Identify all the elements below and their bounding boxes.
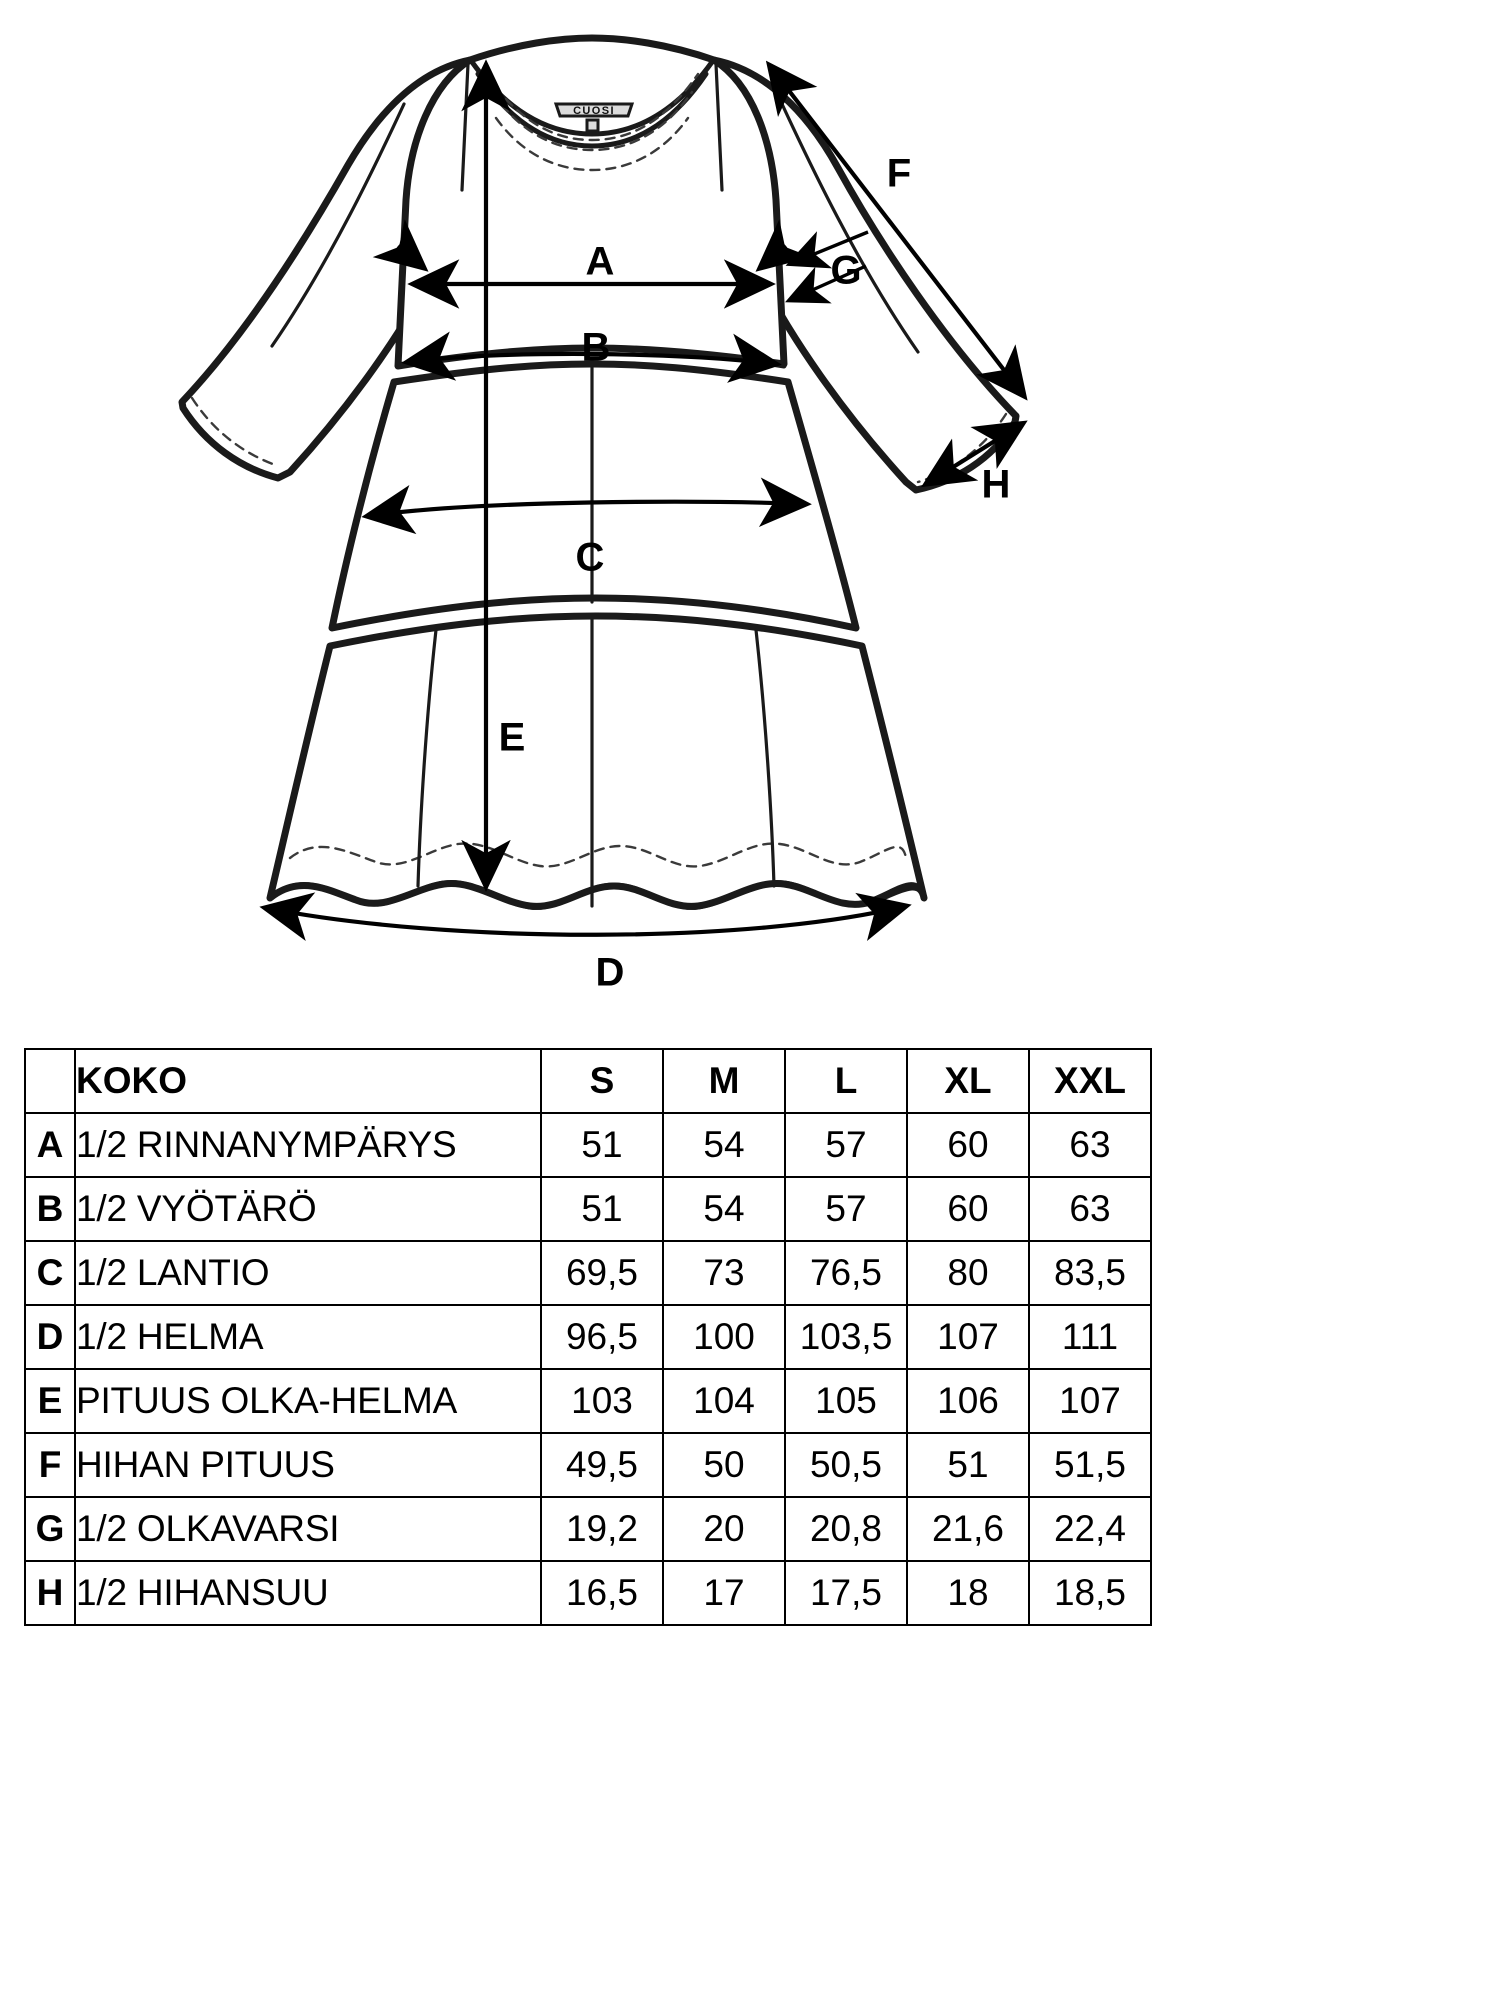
neckline bbox=[469, 59, 715, 172]
row-value-xl: 60 bbox=[906, 1112, 1030, 1178]
row-name: 1/2 HELMA bbox=[74, 1304, 542, 1370]
row-value-s: 51 bbox=[540, 1176, 664, 1242]
table-row: F HIHAN PITUUS 49,5 50 50,5 51 51,5 bbox=[24, 1432, 1152, 1498]
row-value-l: 50,5 bbox=[784, 1432, 908, 1498]
size-table-container: KOKO S M L XL XXL A 1/2 RINNANYMPÄRYS 51… bbox=[24, 1048, 1152, 1626]
measure-arrow-d bbox=[259, 892, 912, 942]
row-value-xl: 107 bbox=[906, 1304, 1030, 1370]
measure-label-f: F bbox=[887, 152, 911, 196]
table-header-size-xxl: XXL bbox=[1028, 1048, 1152, 1114]
row-value-l: 103,5 bbox=[784, 1304, 908, 1370]
measure-label-g: G bbox=[830, 249, 861, 293]
row-value-m: 100 bbox=[662, 1304, 786, 1370]
measure-arrow-b bbox=[401, 331, 782, 383]
table-row: D 1/2 HELMA 96,5 100 103,5 107 111 bbox=[24, 1304, 1152, 1370]
measure-arrow-g bbox=[785, 230, 869, 304]
row-value-m: 104 bbox=[662, 1368, 786, 1434]
brand-tag: CUOSI bbox=[553, 102, 635, 133]
table-row: C 1/2 LANTIO 69,5 73 76,5 80 83,5 bbox=[24, 1240, 1152, 1306]
bottom-tier-skirt bbox=[266, 612, 928, 910]
measure-label-e: E bbox=[499, 716, 526, 760]
row-value-m: 73 bbox=[662, 1240, 786, 1306]
table-corner-cell bbox=[24, 1048, 76, 1114]
row-value-xxl: 111 bbox=[1028, 1304, 1152, 1370]
measure-label-h: H bbox=[982, 463, 1011, 507]
row-name: 1/2 OLKAVARSI bbox=[74, 1496, 542, 1562]
table-header-row: KOKO S M L XL XXL bbox=[24, 1048, 1152, 1114]
row-letter: A bbox=[24, 1112, 76, 1178]
row-value-xxl: 18,5 bbox=[1028, 1560, 1152, 1626]
row-value-s: 103 bbox=[540, 1368, 664, 1434]
row-name: 1/2 HIHANSUU bbox=[74, 1560, 542, 1626]
row-value-xxl: 83,5 bbox=[1028, 1240, 1152, 1306]
row-value-xl: 106 bbox=[906, 1368, 1030, 1434]
row-value-s: 16,5 bbox=[540, 1560, 664, 1626]
row-value-xxl: 22,4 bbox=[1028, 1496, 1152, 1562]
left-sleeve bbox=[178, 56, 474, 482]
measure-label-b: B bbox=[582, 326, 611, 370]
row-value-l: 17,5 bbox=[784, 1560, 908, 1626]
row-value-xxl: 107 bbox=[1028, 1368, 1152, 1434]
row-letter: G bbox=[24, 1496, 76, 1562]
row-letter: C bbox=[24, 1240, 76, 1306]
row-value-xl: 51 bbox=[906, 1432, 1030, 1498]
row-letter: B bbox=[24, 1176, 76, 1242]
row-value-m: 54 bbox=[662, 1176, 786, 1242]
size-table: KOKO S M L XL XXL A 1/2 RINNANYMPÄRYS 51… bbox=[24, 1048, 1152, 1626]
row-value-xl: 18 bbox=[906, 1560, 1030, 1626]
row-name: 1/2 LANTIO bbox=[74, 1240, 542, 1306]
row-name: 1/2 VYÖTÄRÖ bbox=[74, 1176, 542, 1242]
row-value-m: 54 bbox=[662, 1112, 786, 1178]
table-row: E PITUUS OLKA-HELMA 103 104 105 106 107 bbox=[24, 1368, 1152, 1434]
table-header-size-xl: XL bbox=[906, 1048, 1030, 1114]
table-row: B 1/2 VYÖTÄRÖ 51 54 57 60 63 bbox=[24, 1176, 1152, 1242]
row-letter: F bbox=[24, 1432, 76, 1498]
row-value-s: 69,5 bbox=[540, 1240, 664, 1306]
table-header-size-s: S bbox=[540, 1048, 664, 1114]
measure-label-d: D bbox=[596, 951, 625, 995]
row-value-m: 17 bbox=[662, 1560, 786, 1626]
table-header-size-m: M bbox=[662, 1048, 786, 1114]
row-value-l: 57 bbox=[784, 1176, 908, 1242]
row-value-xl: 21,6 bbox=[906, 1496, 1030, 1562]
row-value-xxl: 63 bbox=[1028, 1112, 1152, 1178]
table-header-koko: KOKO bbox=[74, 1048, 542, 1114]
row-value-xxl: 51,5 bbox=[1028, 1432, 1152, 1498]
measure-arrow-f bbox=[765, 60, 1028, 401]
row-letter: H bbox=[24, 1560, 76, 1626]
row-value-xl: 60 bbox=[906, 1176, 1030, 1242]
middle-tier bbox=[328, 360, 860, 632]
row-value-l: 57 bbox=[784, 1112, 908, 1178]
measure-arrow-c bbox=[361, 477, 812, 535]
bodice bbox=[394, 34, 788, 370]
row-name: PITUUS OLKA-HELMA bbox=[74, 1368, 542, 1434]
measure-arrow-h bbox=[921, 420, 1028, 488]
row-letter: D bbox=[24, 1304, 76, 1370]
row-value-m: 20 bbox=[662, 1496, 786, 1562]
table-header-size-l: L bbox=[784, 1048, 908, 1114]
row-value-s: 19,2 bbox=[540, 1496, 664, 1562]
row-value-xxl: 63 bbox=[1028, 1176, 1152, 1242]
row-value-m: 50 bbox=[662, 1432, 786, 1498]
row-value-l: 105 bbox=[784, 1368, 908, 1434]
row-value-l: 20,8 bbox=[784, 1496, 908, 1562]
row-value-xl: 80 bbox=[906, 1240, 1030, 1306]
measure-label-a: A bbox=[586, 240, 615, 284]
row-value-l: 76,5 bbox=[784, 1240, 908, 1306]
row-value-s: 49,5 bbox=[540, 1432, 664, 1498]
row-name: HIHAN PITUUS bbox=[74, 1432, 542, 1498]
table-row: G 1/2 OLKAVARSI 19,2 20 20,8 21,6 22,4 bbox=[24, 1496, 1152, 1562]
row-name: 1/2 RINNANYMPÄRYS bbox=[74, 1112, 542, 1178]
garment-technical-drawing: CUOSI bbox=[178, 34, 1028, 995]
brand-tag-label: CUOSI bbox=[573, 105, 615, 117]
row-value-s: 96,5 bbox=[540, 1304, 664, 1370]
row-value-s: 51 bbox=[540, 1112, 664, 1178]
table-row: H 1/2 HIHANSUU 16,5 17 17,5 18 18,5 bbox=[24, 1560, 1152, 1626]
row-letter: E bbox=[24, 1368, 76, 1434]
table-row: A 1/2 RINNANYMPÄRYS 51 54 57 60 63 bbox=[24, 1112, 1152, 1178]
measure-label-c: C bbox=[576, 536, 605, 580]
